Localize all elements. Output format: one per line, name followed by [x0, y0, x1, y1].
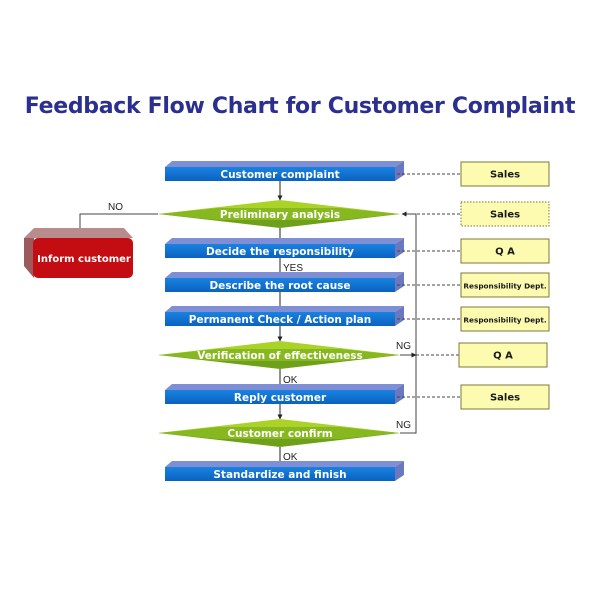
edge-label-no: NO	[108, 202, 123, 213]
role-label: Sales	[490, 393, 520, 404]
inform-box	[33, 238, 133, 278]
process-label: Customer complaint	[220, 169, 339, 181]
inform-label: Inform customer	[37, 254, 131, 265]
inform-top-face	[24, 228, 133, 238]
process-label: Permanent Check / Action plan	[189, 314, 371, 326]
role-permanent-check: Responsibility Dept.	[397, 306, 550, 332]
role-label: Responsibility Dept.	[463, 316, 546, 325]
decision-band	[158, 208, 400, 220]
edge-label-ng-verification: NG	[396, 341, 411, 352]
step-inform-customer: Inform customer	[24, 228, 133, 278]
role-verification: Q A	[416, 342, 548, 368]
process-box	[165, 467, 395, 481]
process-label: Describe the root cause	[209, 280, 350, 292]
process-top-face	[165, 161, 404, 167]
process-side-face	[395, 384, 404, 404]
decision-band	[158, 349, 400, 361]
step-decide-responsibility: Decide the responsibility	[165, 238, 404, 258]
process-box	[165, 167, 395, 181]
step-describe-root-cause: Describe the root cause	[165, 272, 404, 292]
inform-side-face	[24, 238, 34, 278]
process-top-face	[165, 272, 404, 278]
role-box	[460, 161, 550, 187]
role-label: Q A	[493, 351, 513, 362]
process-label: Reply customer	[234, 392, 327, 404]
role-decide-responsibility: Q A	[397, 238, 550, 264]
role-customer-complaint: Sales	[397, 161, 550, 187]
process-box	[165, 244, 395, 258]
decision-label: Preliminary analysis	[220, 209, 340, 221]
role-label: Sales	[490, 170, 520, 181]
step-customer-confirm: Customer confirm	[158, 419, 400, 447]
role-box	[458, 342, 548, 368]
role-preliminary-analysis: Sales	[402, 201, 550, 227]
edge-labels: NO YES NG OK NG OK	[108, 202, 411, 463]
step-reply-customer: Reply customer	[165, 384, 404, 404]
decision-band	[158, 427, 400, 439]
chart-title: Feedback Flow Chart for Customer Complai…	[24, 94, 576, 119]
process-top-face	[165, 461, 404, 467]
step-standardize-finish: Standardize and finish	[165, 461, 404, 481]
decision-label: Verification of effectiveness	[197, 350, 363, 362]
role-label: Sales	[490, 210, 520, 221]
role-reply-customer: Sales	[397, 384, 550, 410]
step-preliminary-analysis: Preliminary analysis	[158, 200, 400, 228]
process-box	[165, 278, 395, 292]
process-label: Decide the responsibility	[206, 246, 354, 258]
step-permanent-check: Permanent Check / Action plan	[165, 306, 404, 326]
edge-label-ok-verification: OK	[283, 375, 298, 386]
step-verification: Verification of effectiveness	[158, 341, 400, 369]
process-label: Standardize and finish	[213, 469, 346, 481]
role-box	[460, 238, 550, 264]
step-customer-complaint: Customer complaint	[165, 161, 404, 181]
process-side-face	[395, 161, 404, 181]
process-side-face	[395, 461, 404, 481]
role-box	[460, 306, 550, 332]
process-top-face	[165, 238, 404, 244]
edge-label-ok-confirm: OK	[283, 452, 298, 463]
edge-label-yes: YES	[283, 263, 303, 274]
process-box	[165, 390, 395, 404]
decision-label: Customer confirm	[227, 428, 332, 440]
process-side-face	[395, 306, 404, 326]
process-box	[165, 312, 395, 326]
process-top-face	[165, 306, 404, 312]
process-side-face	[395, 238, 404, 258]
role-box	[460, 201, 550, 227]
role-box	[460, 272, 550, 298]
role-describe-root-cause: Responsibility Dept.	[397, 272, 550, 298]
process-side-face	[395, 272, 404, 292]
role-label: Responsibility Dept.	[463, 282, 546, 291]
edge-label-ng-confirm: NG	[396, 420, 411, 431]
role-box	[460, 384, 550, 410]
process-top-face	[165, 384, 404, 390]
role-label: Q A	[495, 247, 515, 258]
